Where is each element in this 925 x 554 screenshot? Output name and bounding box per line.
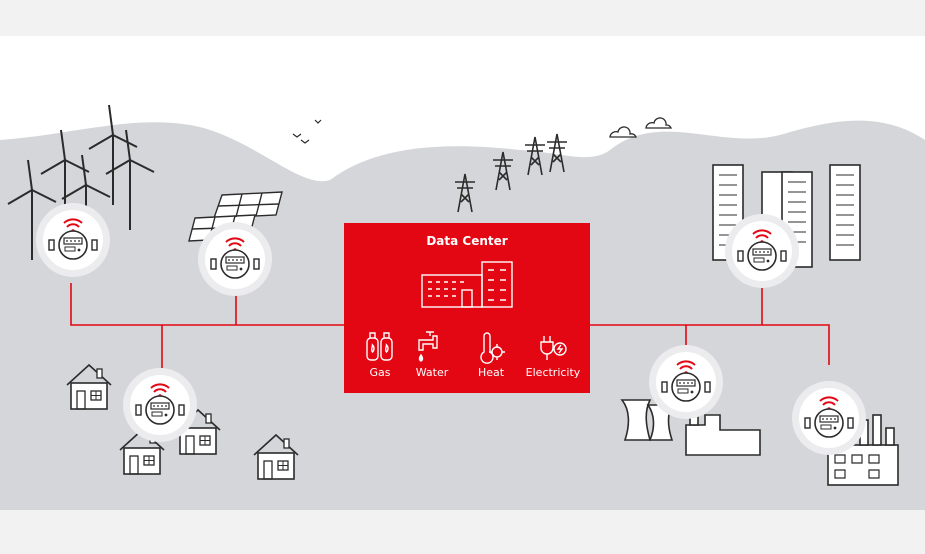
network-lines xyxy=(70,283,830,368)
factory-icon xyxy=(827,414,899,486)
birds-icon xyxy=(292,119,322,144)
utility-label-heat: Heat xyxy=(477,366,505,379)
smart-meter-solar-icon[interactable] xyxy=(197,221,273,297)
utility-label-water: Water xyxy=(415,366,449,379)
smart-meter-wind-farm-icon[interactable] xyxy=(35,202,111,278)
data-center-box[interactable] xyxy=(344,223,590,393)
utility-label-gas: Gas xyxy=(369,366,391,379)
data-center-title: Data Center xyxy=(426,234,508,248)
utility-label-electricity: Electricity xyxy=(525,366,581,379)
smart-meter-factory-icon[interactable] xyxy=(791,380,867,456)
data-center-building-icon xyxy=(421,261,513,308)
office-buildings-icon xyxy=(712,164,861,268)
water-tap-icon xyxy=(418,331,438,362)
smart-meter-power-plant-icon[interactable] xyxy=(648,344,724,420)
top-band xyxy=(0,0,925,36)
electric-plug-icon xyxy=(540,336,567,360)
smart-meter-offices-icon[interactable] xyxy=(724,213,800,289)
thermometer-heat-icon xyxy=(480,332,505,364)
clouds-icon xyxy=(609,117,672,138)
smart-meter-houses-icon[interactable] xyxy=(122,367,198,443)
bottom-band xyxy=(0,510,925,550)
gas-cylinders-icon xyxy=(366,332,393,361)
